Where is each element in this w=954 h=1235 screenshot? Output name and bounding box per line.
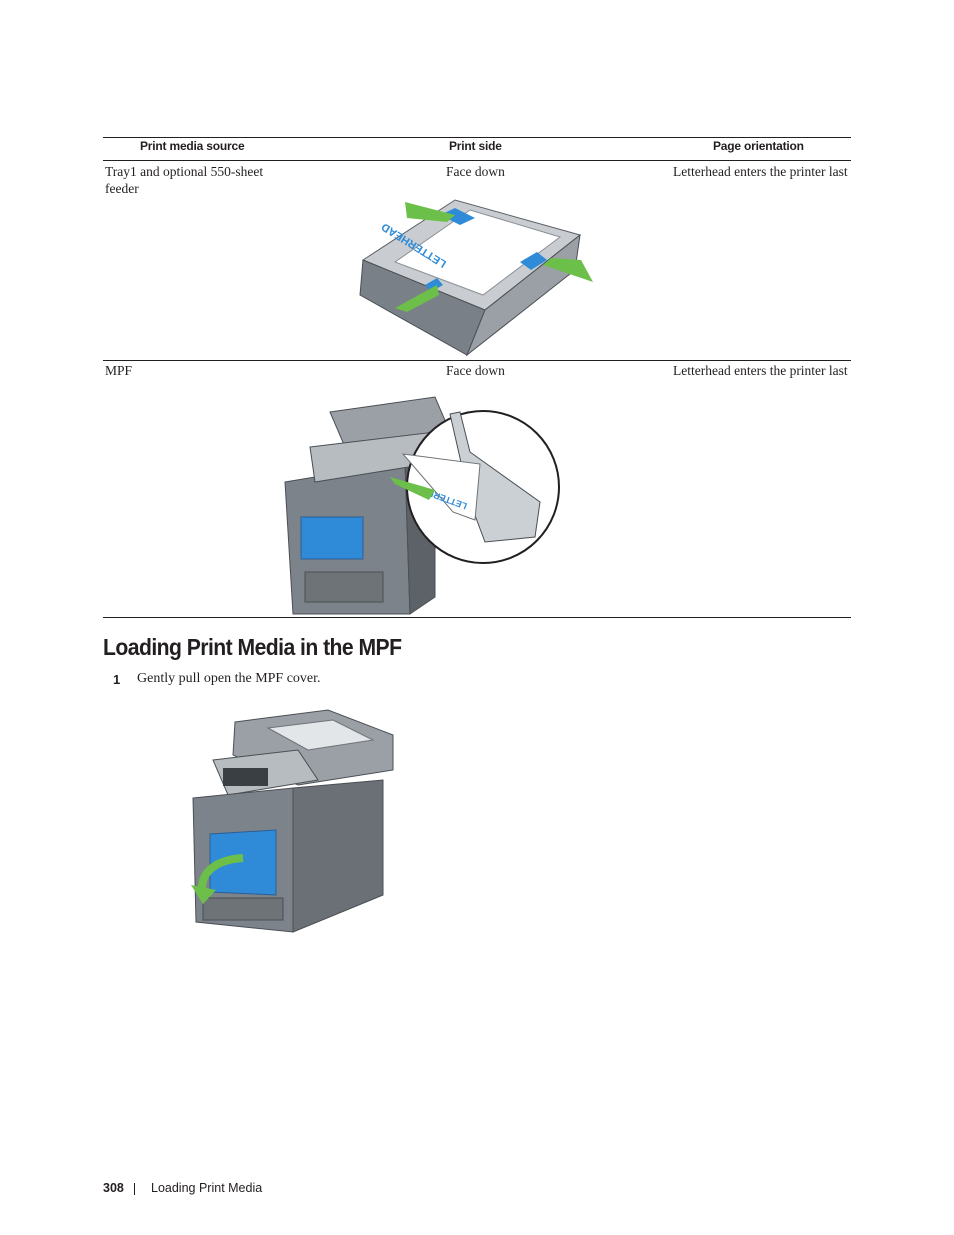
header-page-orientation: Page orientation — [713, 139, 804, 153]
step-number: 1 — [113, 672, 121, 687]
printer-open-cover-illustration — [191, 709, 394, 933]
header-print-side: Print side — [449, 139, 502, 153]
page-number: 308 — [103, 1181, 124, 1195]
row-rule — [103, 360, 851, 361]
arrow-icon — [405, 202, 455, 222]
footer-separator — [134, 1183, 135, 1195]
section-heading: Loading Print Media in the MPF — [103, 634, 402, 660]
row-tray-source: Tray1 and optional 550-sheet feeder — [105, 164, 264, 196]
printer-mpf-illustration: LETTERHEAD — [284, 396, 560, 615]
row-mpf-side: Face down — [446, 363, 505, 378]
table-top-rule — [103, 137, 851, 138]
row-mpf-source: MPF — [105, 363, 133, 378]
footer-chapter-title: Loading Print Media — [151, 1181, 263, 1195]
row-mpf-orientation: Letterhead enters the printer last — [673, 363, 848, 378]
arrow-icon — [390, 477, 435, 500]
header-rule — [103, 160, 851, 161]
step-text: Gently pull open the MPF cover. — [137, 671, 321, 686]
header-print-media-source: Print media source — [140, 139, 245, 153]
arrow-icon — [543, 258, 593, 282]
paper-tray-illustration: LETTERHEAD — [359, 199, 593, 357]
row-tray-orientation: Letterhead enters the printer last — [673, 164, 848, 179]
arrow-icon — [395, 285, 439, 312]
row-tray-side: Face down — [446, 164, 505, 179]
table-bottom-rule — [103, 617, 851, 618]
arrow-icon — [191, 885, 216, 904]
